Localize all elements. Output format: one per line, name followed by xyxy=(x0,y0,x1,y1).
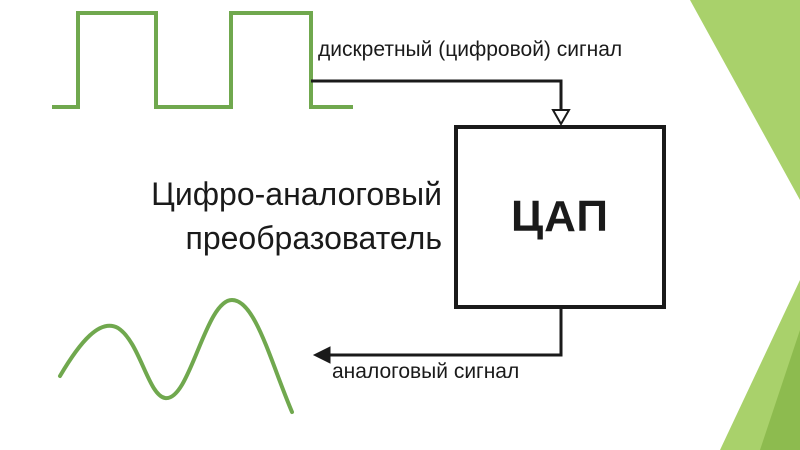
digital-square-wave xyxy=(52,11,353,109)
digital-signal-label: дискретный (цифровой) сигнал xyxy=(318,38,623,61)
top-right-decoration xyxy=(690,0,800,200)
title-line-2: преобразователь xyxy=(185,220,443,256)
bottom-right-decoration-dark xyxy=(760,330,800,450)
analog-wave xyxy=(58,297,294,414)
title-line-1: Цифро-аналоговый xyxy=(151,176,442,212)
arrow-left-icon xyxy=(312,346,331,364)
arrow-down-icon xyxy=(551,109,571,127)
dac-block-label: ЦАП xyxy=(511,192,609,241)
output-connector-line xyxy=(330,307,563,357)
analog-signal-label: аналоговый сигнал xyxy=(332,360,520,383)
input-connector-line xyxy=(311,79,563,110)
